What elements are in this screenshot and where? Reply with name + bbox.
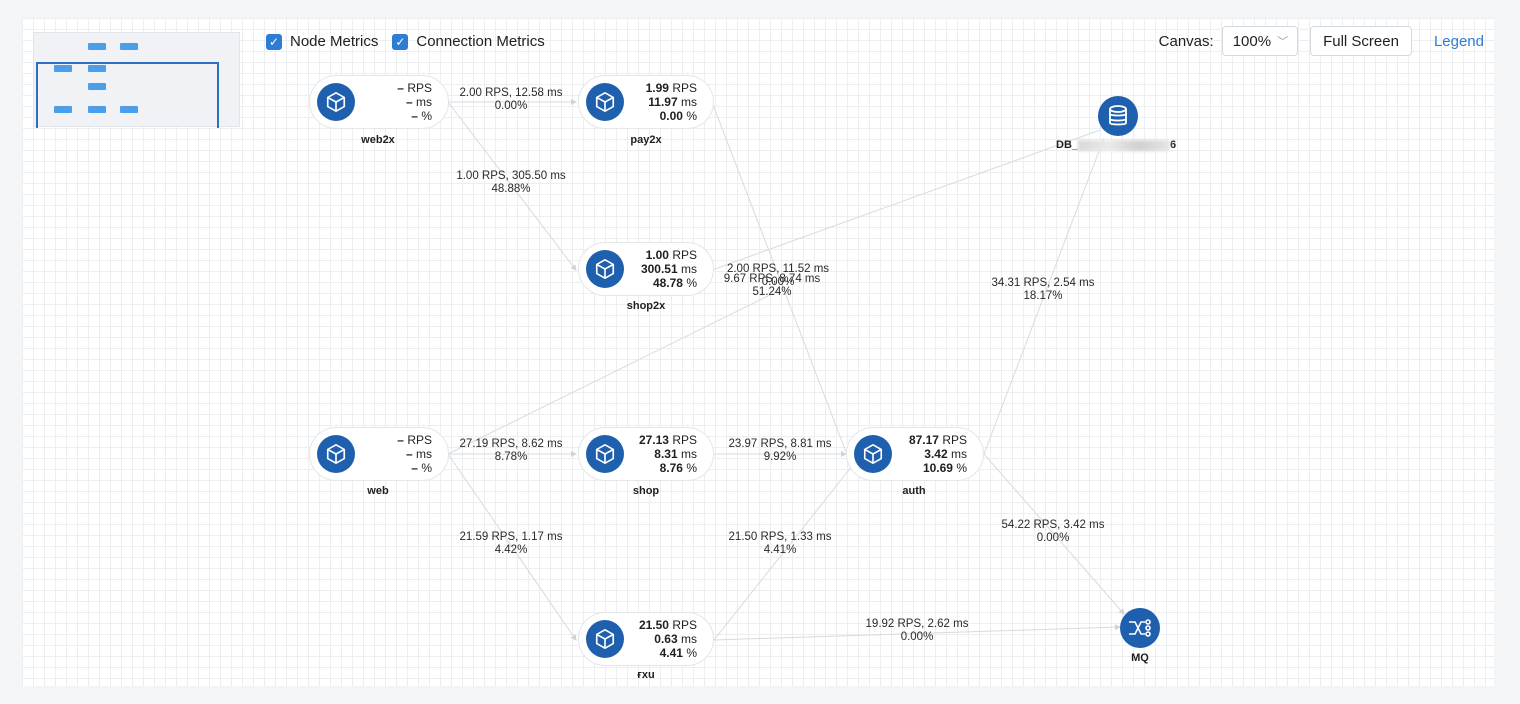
message-queue-icon	[1129, 619, 1151, 637]
minimap-node	[54, 65, 72, 72]
node-metrics-label: Node Metrics	[290, 33, 379, 50]
canvas-controls: Canvas: 100% ﹀ Full Screen Legend	[1159, 26, 1484, 56]
edge-auth-mq	[983, 453, 1125, 615]
node-metrics: 27.13 RPS 8.31 ms 8.76 %	[638, 433, 697, 475]
node-metrics-checkbox[interactable]: ✓ Node Metrics	[266, 33, 378, 50]
legend-link[interactable]: Legend	[1433, 32, 1484, 50]
node-metrics: 21.50 RPS 0.63 ms 4.41 %	[638, 618, 697, 660]
connection-metrics-label: Connection Metrics	[416, 33, 545, 50]
service-cube-icon	[586, 435, 624, 473]
edge-web2x-shop2x	[447, 101, 577, 271]
redacted-text	[1078, 139, 1171, 151]
node-label-web2x: web2x	[361, 134, 395, 146]
node-label-mq: MQ	[1131, 652, 1149, 664]
minimap[interactable]	[33, 32, 240, 128]
edge-pay-auth	[713, 465, 853, 641]
node-metrics: – RPS – ms – %	[397, 81, 432, 123]
topology-canvas[interactable]	[22, 18, 1494, 686]
connection-metrics-checkbox[interactable]: ✓ Connection Metrics	[392, 33, 545, 50]
node-label-web: web	[367, 485, 389, 497]
service-cube-icon	[317, 435, 355, 473]
minimap-node	[88, 83, 106, 90]
edge-web-shop2x	[447, 289, 781, 455]
node-shop2x[interactable]: 1.00 RPS 300.51 ms 48.78 %	[578, 242, 714, 296]
edge-web-pay	[447, 453, 577, 641]
node-web2x[interactable]: – RPS – ms – %	[309, 75, 449, 129]
node-mq[interactable]	[1120, 608, 1160, 648]
minimap-node	[88, 106, 106, 113]
service-cube-icon	[586, 83, 624, 121]
database-icon	[1109, 105, 1127, 126]
node-web[interactable]: – RPS – ms – %	[309, 427, 449, 481]
minimap-node	[120, 43, 138, 50]
node-label-shop: shop	[632, 485, 660, 497]
edge-pay-mq	[713, 624, 1121, 641]
node-db[interactable]	[1098, 96, 1138, 136]
node-label-pay: ғxu	[637, 669, 655, 681]
node-label-shop2x: shop2x	[626, 300, 666, 312]
checkmark-icon: ✓	[266, 33, 282, 50]
node-auth[interactable]: 87.17 RPS 3.42 ms 10.69 %	[846, 427, 984, 481]
node-metrics: 87.17 RPS 3.42 ms 10.69 %	[908, 433, 967, 475]
minimap-node	[88, 43, 106, 50]
node-label-pay2x: pay2x	[630, 134, 662, 146]
node-shop[interactable]: 27.13 RPS 8.31 ms 8.76 %	[578, 427, 714, 481]
node-pay[interactable]: 21.50 RPS 0.63 ms 4.41 %	[578, 612, 714, 666]
zoom-value: 100%	[1232, 32, 1272, 50]
edge-shop2x-db	[711, 129, 1101, 271]
service-cube-icon	[586, 250, 624, 288]
edge-auth-db	[983, 137, 1105, 455]
minimap-node	[120, 106, 138, 113]
minimap-node	[88, 65, 106, 72]
minimap-node	[54, 106, 72, 113]
checkmark-icon: ✓	[392, 33, 409, 50]
metrics-toggles: ✓ Node Metrics ✓ Connection Metrics	[266, 33, 545, 50]
node-pay2x[interactable]: 1.99 RPS 11.97 ms 0.00 %	[578, 75, 714, 129]
service-cube-icon	[317, 83, 355, 121]
edge-pay2x-auth	[711, 101, 847, 453]
node-metrics: – RPS – ms – %	[397, 433, 432, 475]
zoom-select[interactable]: 100% ﹀	[1221, 26, 1299, 56]
service-cube-icon	[586, 620, 624, 658]
fullscreen-button[interactable]: Full Screen	[1310, 26, 1412, 56]
service-cube-icon	[854, 435, 892, 473]
node-metrics: 1.99 RPS 11.97 ms 0.00 %	[645, 81, 697, 123]
node-label-auth: auth	[902, 485, 926, 497]
chevron-down-icon: ﹀	[1277, 36, 1289, 48]
minimap-viewport[interactable]	[36, 62, 219, 128]
node-metrics: 1.00 RPS 300.51 ms 48.78 %	[640, 248, 697, 290]
node-label-db: DB_6	[1056, 139, 1177, 151]
canvas-label: Canvas:	[1158, 32, 1214, 50]
